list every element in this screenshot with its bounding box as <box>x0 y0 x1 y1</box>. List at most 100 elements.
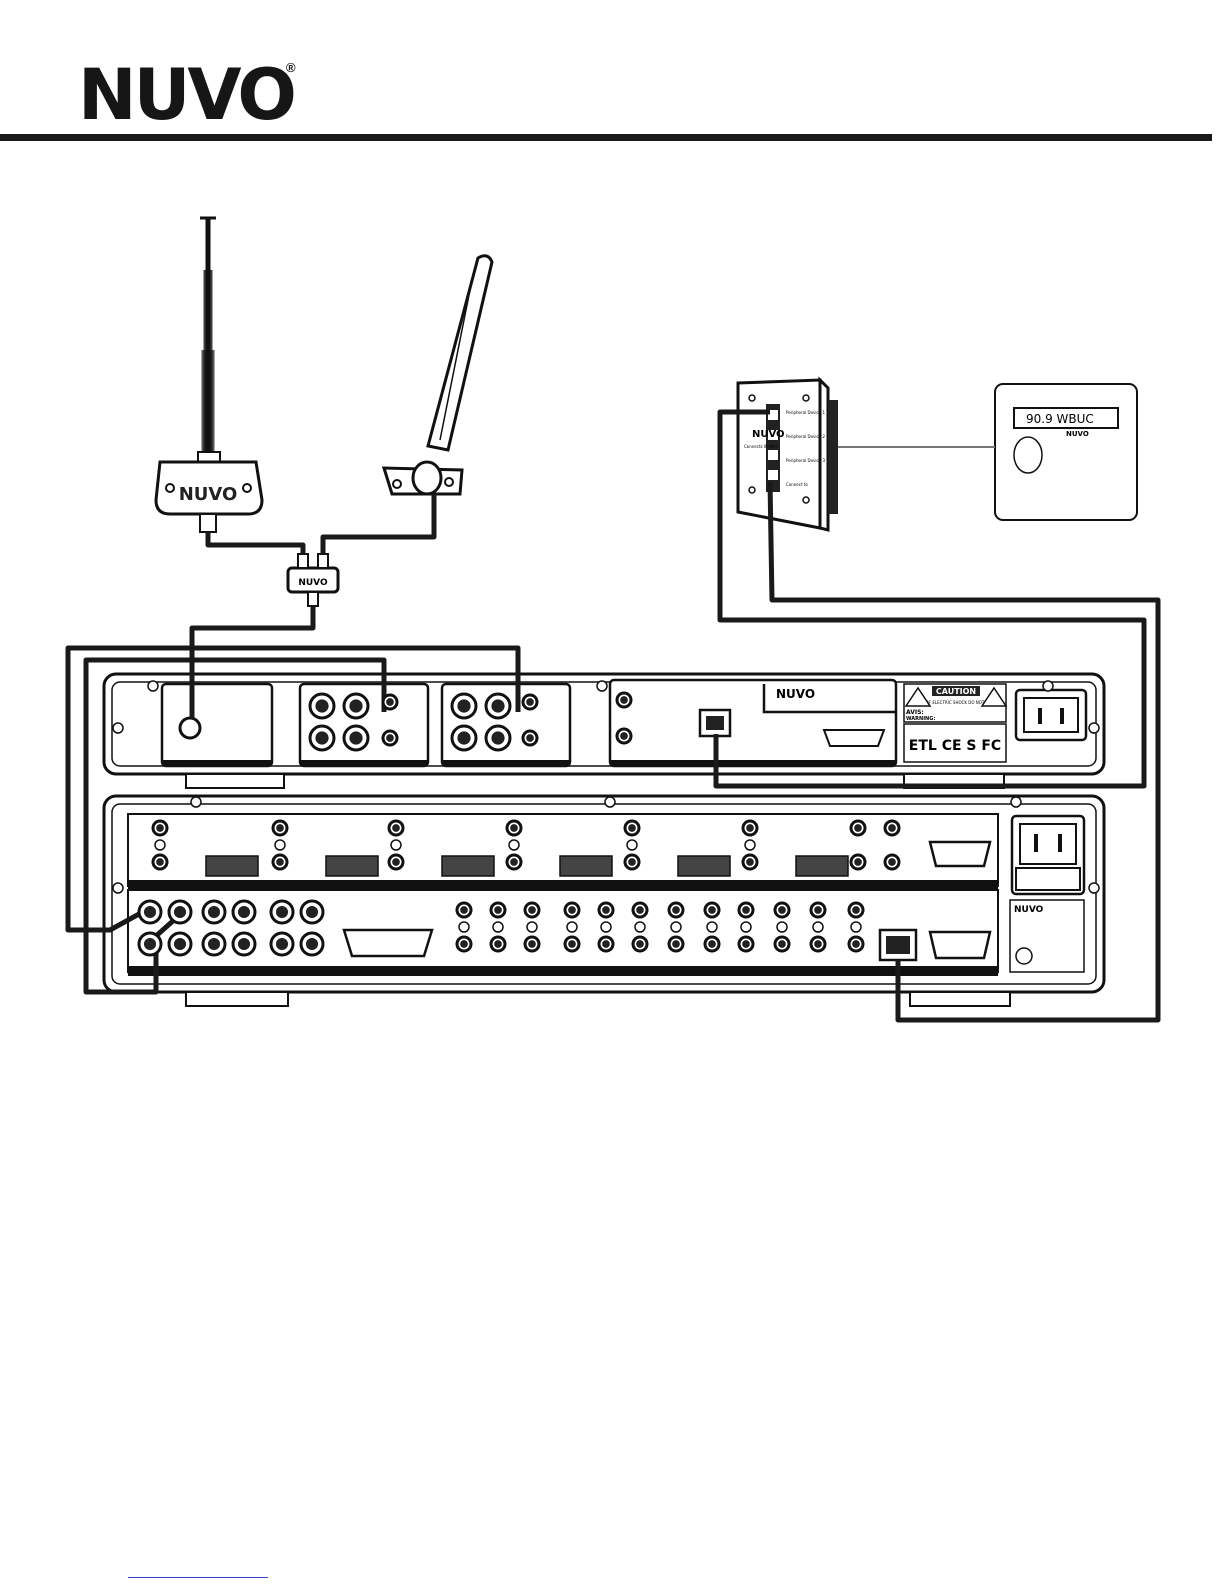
output-jack <box>811 903 825 917</box>
mount-screw <box>777 922 787 932</box>
caution-title: CAUTION <box>936 687 976 696</box>
zone-jack <box>389 855 403 869</box>
speaker-terminal-block <box>678 856 730 876</box>
avis-label: AVIS: <box>906 709 924 716</box>
output-jack <box>491 903 505 917</box>
source-rca-jack <box>139 933 161 955</box>
cert-marks: ETL CE S FC <box>909 738 1001 754</box>
source-rca-jack <box>271 933 293 955</box>
amp-logo: NUVO <box>1014 905 1044 915</box>
warning-label: WARNING: <box>906 716 935 722</box>
tuner-small-jack <box>383 731 397 745</box>
speaker-terminal-block <box>442 856 494 876</box>
mount-screw <box>391 840 401 850</box>
output-jack <box>633 903 647 917</box>
mount-screw <box>601 922 611 932</box>
mount-screw <box>707 922 717 932</box>
zone-jack <box>389 821 403 835</box>
wallplate-port4: Connect to <box>786 482 808 487</box>
mount-screw <box>741 922 751 932</box>
tuner-rca-jack <box>452 694 476 718</box>
source-rca-jack <box>203 901 225 923</box>
output-jack <box>739 937 753 951</box>
source-rca-jack <box>271 901 293 923</box>
source-rca-jack <box>169 901 191 923</box>
zone-jack <box>851 855 865 869</box>
tuner-small-jack <box>523 695 537 709</box>
output-jack <box>705 903 719 917</box>
wallplate-port1: Peripheral Device 1 <box>786 410 825 415</box>
output-jack <box>565 937 579 951</box>
source-rca-jack <box>203 933 225 955</box>
zone-jack <box>885 855 899 869</box>
tuner-small-jack <box>383 695 397 709</box>
amplifier-chassis: NUVO <box>104 796 1104 1006</box>
output-jack <box>811 937 825 951</box>
tuner-rca-jack <box>486 694 510 718</box>
output-jack <box>565 903 579 917</box>
zone-jack <box>273 855 287 869</box>
tuner-small-jack <box>617 693 631 707</box>
output-jack <box>457 903 471 917</box>
tuner-logo: NUVO <box>776 687 815 701</box>
tuner-small-jack <box>617 729 631 743</box>
speaker-terminal-block <box>326 856 378 876</box>
footer-link-underline <box>128 1577 268 1578</box>
zone-jack <box>153 821 167 835</box>
mount-screw <box>851 922 861 932</box>
mount-screw <box>627 840 637 850</box>
wallplate-model: Connects IR Port <box>744 444 777 449</box>
zone-jack <box>851 821 865 835</box>
connection-wall-plate: NUVO Connects IR Port Peripheral Device … <box>738 380 838 530</box>
zone-jack <box>743 821 757 835</box>
output-jack <box>633 937 647 951</box>
zone-jack <box>625 821 639 835</box>
tuner-rca-jack <box>344 726 368 750</box>
output-jack <box>669 903 683 917</box>
antenna-box-logo: NUVO <box>179 484 238 505</box>
output-jack <box>849 937 863 951</box>
tuner-rca-jack <box>310 694 334 718</box>
mount-screw <box>635 922 645 932</box>
tuner-small-jack <box>523 731 537 745</box>
output-jack <box>739 903 753 917</box>
tuner-rca-jack <box>452 726 476 750</box>
output-jack <box>669 937 683 951</box>
speaker-terminal-block <box>560 856 612 876</box>
tuner-rca-jack <box>486 726 510 750</box>
mount-screw <box>745 840 755 850</box>
source-rca-jack <box>169 933 191 955</box>
zone-jack <box>273 821 287 835</box>
tuner-rca-jack <box>344 694 368 718</box>
output-jack <box>491 937 505 951</box>
zone-jack <box>885 821 899 835</box>
zone-keypad: 90.9 WBUC NUVO <box>995 384 1137 520</box>
source-rca-jack <box>139 901 161 923</box>
output-jack <box>457 937 471 951</box>
source-rca-jack <box>301 901 323 923</box>
splitter-logo: NUVO <box>298 578 328 588</box>
zone-jack <box>625 855 639 869</box>
wallplate-logo: NUVO <box>752 429 785 440</box>
zone-jack <box>153 855 167 869</box>
mount-screw <box>275 840 285 850</box>
wireless-to-splitter-cable <box>323 494 434 554</box>
keypad-logo: NUVO <box>1066 430 1089 438</box>
output-jack <box>525 903 539 917</box>
mount-screw <box>813 922 823 932</box>
wallplate-port3: Peripheral Device 3 <box>786 458 825 463</box>
wireless-antenna <box>384 256 492 494</box>
zone-jack <box>507 855 521 869</box>
output-jack <box>525 937 539 951</box>
fm-antenna-box: NUVO <box>156 462 262 532</box>
fm-antenna <box>198 218 220 462</box>
source-rca-jack <box>301 933 323 955</box>
fm-to-splitter-cable <box>208 532 303 554</box>
mount-screw <box>155 840 165 850</box>
speaker-terminal-block <box>206 856 258 876</box>
zone-jack <box>743 855 757 869</box>
output-jack <box>705 937 719 951</box>
wallplate-port2: Peripheral Device 2 <box>786 434 825 439</box>
